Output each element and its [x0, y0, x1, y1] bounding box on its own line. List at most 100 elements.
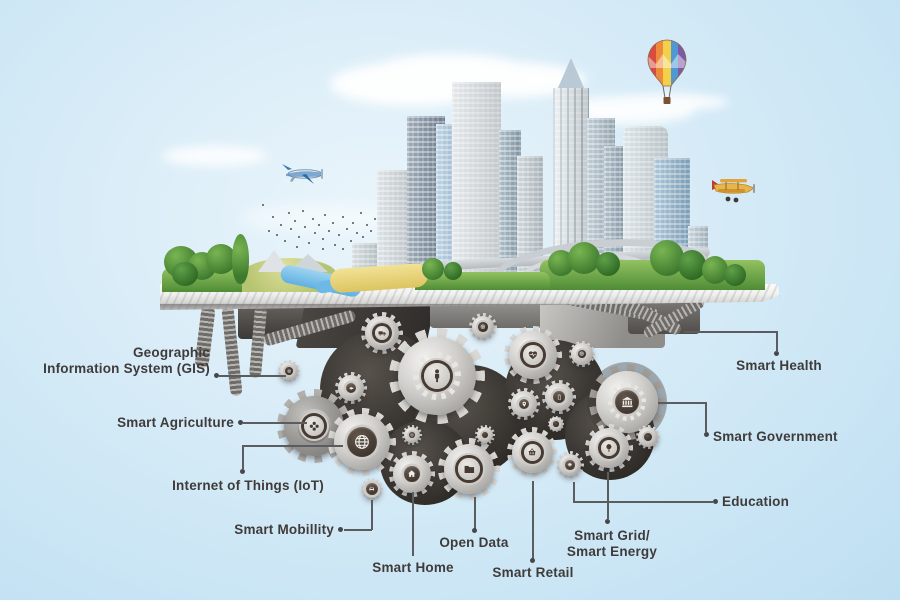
- callout-line: [705, 402, 707, 432]
- callout-line: [242, 445, 343, 447]
- label-health: Smart Health: [736, 358, 822, 373]
- hub-dot-icon: [643, 432, 653, 442]
- truck-icon: [374, 325, 390, 341]
- building: [604, 146, 626, 282]
- callout-line: [776, 332, 778, 352]
- gear-rings-small: [569, 341, 595, 367]
- tower-spire: [557, 58, 585, 90]
- tree: [568, 242, 600, 274]
- gear-small-hub: [548, 416, 564, 432]
- car-icon: [365, 482, 379, 496]
- tree: [596, 252, 620, 276]
- hub-dot-icon: [553, 421, 559, 427]
- tree: [724, 264, 746, 286]
- landmark-tower: [553, 88, 589, 282]
- mountain: [258, 250, 290, 272]
- callout-dot: [704, 432, 709, 437]
- gear-iot: [328, 408, 396, 476]
- tree: [702, 256, 728, 284]
- callout-dot: [472, 528, 477, 533]
- callout-line: [219, 375, 286, 377]
- target-rings-icon: [285, 367, 293, 375]
- gear-plain-right: [636, 425, 660, 449]
- gear-rings-tiny: [402, 425, 422, 445]
- label-retail: Smart Retail: [492, 565, 574, 580]
- location-pin-icon: [518, 398, 530, 410]
- label-education: Education: [722, 494, 790, 509]
- gear-smart-mobility-truck: [361, 312, 403, 354]
- lightbulb-icon: [600, 439, 618, 457]
- callout-line: [412, 492, 414, 556]
- callout-dot: [530, 558, 535, 563]
- shopping-basket-icon: [523, 443, 541, 461]
- target-rings-icon: [577, 349, 587, 359]
- callout-dot: [238, 420, 243, 425]
- gear-citizen: [389, 328, 485, 424]
- gear-location: [508, 388, 540, 420]
- propeller-plane: [278, 160, 334, 190]
- gear-education: [556, 451, 584, 479]
- callout-line: [658, 402, 706, 404]
- heart-pulse-icon: [523, 345, 543, 365]
- callout-line: [573, 501, 713, 503]
- gear-gis: [278, 360, 300, 382]
- tree: [678, 250, 706, 280]
- callout-dot: [605, 519, 610, 524]
- callout-line: [243, 422, 307, 424]
- gear-target-rings: [469, 313, 497, 341]
- building: [452, 82, 501, 282]
- callout-dot: [240, 469, 245, 474]
- callout-line: [573, 482, 575, 502]
- label-grid: Smart Grid/ Smart Energy: [542, 528, 682, 559]
- label-home: Smart Home: [372, 560, 454, 575]
- gear-smart-agriculture: [277, 389, 351, 463]
- callout-dot: [774, 351, 779, 356]
- gear-navigation: [335, 372, 367, 404]
- label-mobility: Smart Mobillity: [234, 522, 334, 537]
- callout-dot: [338, 527, 343, 532]
- gear-smart-mobility: [361, 478, 383, 500]
- person-icon: [423, 362, 451, 390]
- tree: [172, 262, 198, 286]
- sprout-flower-icon: [303, 415, 325, 437]
- gear-smart-government: [589, 364, 665, 440]
- tree: [444, 262, 462, 280]
- callout-line: [684, 331, 778, 333]
- hot-air-balloon: [644, 38, 690, 108]
- label-government: Smart Government: [713, 429, 838, 444]
- gear-open-data: [438, 438, 500, 500]
- callout-line: [607, 472, 609, 519]
- cloud: [162, 146, 267, 166]
- biplane: [704, 172, 762, 206]
- callout-line: [344, 529, 372, 531]
- tree: [422, 258, 444, 280]
- smartphone-icon: [553, 391, 565, 403]
- target-rings-icon: [408, 431, 416, 439]
- label-grid-line1: Smart Grid/: [574, 528, 650, 543]
- callout-line: [371, 500, 373, 530]
- target-rings-icon: [478, 322, 488, 332]
- gear-smart-retail: [507, 427, 557, 477]
- navigation-arrow-icon: [345, 382, 357, 394]
- poplar-tree: [232, 234, 249, 284]
- label-open-data: Open Data: [439, 535, 509, 550]
- gear-smartphone: [542, 380, 576, 414]
- gear-smart-grid: [585, 424, 633, 472]
- gear-plain-small: [475, 425, 495, 445]
- globe-icon: [347, 427, 377, 457]
- callout-dot: [713, 499, 718, 504]
- label-grid-line2: Smart Energy: [566, 543, 658, 559]
- bird-flock: [262, 204, 264, 206]
- label-gis-line2: Information System (GIS): [43, 360, 210, 376]
- label-iot: Internet of Things (IoT): [172, 478, 324, 493]
- folder-icon: [458, 458, 480, 480]
- label-gis-line1: Geographic: [132, 345, 210, 360]
- graduation-cap-icon: [565, 460, 575, 470]
- gear-smart-health: [504, 326, 562, 384]
- callout-line: [242, 446, 244, 469]
- tree: [206, 244, 236, 274]
- building: [499, 130, 521, 282]
- bank-icon: [614, 389, 640, 415]
- label-gis: Geographic Information System (GIS): [18, 345, 210, 376]
